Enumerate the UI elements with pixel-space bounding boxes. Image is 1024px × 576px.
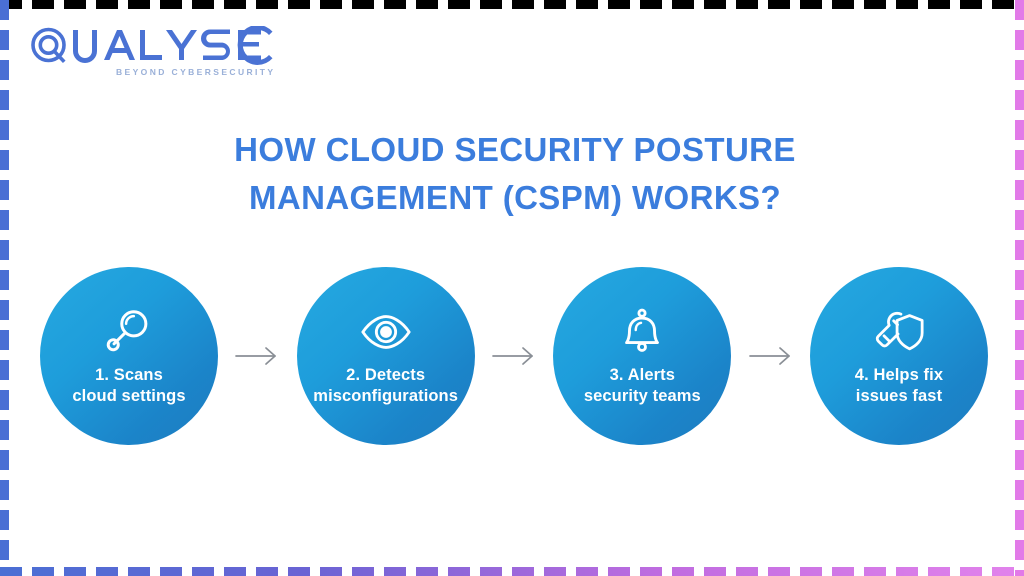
page-title: HOW CLOUD SECURITY POSTURE MANAGEMENT (C…	[150, 126, 880, 222]
flow-step-1-label: 1. Scans cloud settings	[47, 365, 212, 407]
wrench-shield-icon	[872, 305, 926, 359]
bell-icon	[615, 305, 669, 359]
decorative-border-left	[0, 0, 9, 576]
qualysec-wordmark-icon	[31, 24, 273, 65]
arrow-right-icon	[748, 347, 790, 365]
flow-step-2: 2. Detects misconfigurations	[296, 267, 475, 445]
flow-arrow-1	[234, 344, 280, 368]
flow-step-4-label-line1: 4. Helps fix	[854, 366, 944, 384]
flow-step-1: 1. Scans cloud settings	[40, 267, 218, 445]
flow-step-3-label-line2: security teams	[583, 387, 701, 405]
eye-icon	[359, 305, 413, 359]
decorative-border-right	[1015, 0, 1024, 576]
flow-step-1-label-line2: cloud settings	[72, 387, 186, 405]
flow-arrow-3	[748, 344, 794, 368]
brand-tagline: BEYOND CYBERSECURITY	[116, 67, 276, 77]
flow-step-4: 4. Helps fix issues fast	[809, 267, 988, 445]
flow-step-3: 3. Alerts security teams	[553, 267, 732, 445]
decorative-border-bottom	[0, 567, 1024, 576]
flow-step-3-label-line1: 3. Alerts	[609, 366, 676, 384]
flow-step-2-label-line2: misconfigurations	[313, 387, 459, 405]
magnifying-glass-icon	[102, 305, 156, 359]
flow-step-3-label: 3. Alerts security teams	[560, 365, 725, 407]
arrow-right-icon	[235, 347, 277, 365]
flow-arrow-2	[491, 344, 537, 368]
page-title-line1: HOW CLOUD SECURITY POSTURE	[234, 131, 796, 168]
flow-step-4-label-line2: issues fast	[855, 387, 943, 405]
process-flow: 1. Scans cloud settings	[40, 266, 988, 446]
flow-step-1-label-line1: 1. Scans	[95, 366, 163, 384]
arrow-right-icon	[492, 347, 533, 365]
page-title-line2: MANAGEMENT (CSPM) WORKS?	[248, 179, 782, 216]
flow-step-4-label: 4. Helps fix issues fast	[816, 365, 981, 407]
flow-step-2-label-line1: 2. Detects	[346, 366, 426, 384]
flow-step-2-label: 2. Detects misconfigurations	[303, 365, 468, 407]
decorative-border-top	[0, 0, 1024, 9]
brand-logo: BEYOND CYBERSECURITY	[28, 24, 278, 86]
